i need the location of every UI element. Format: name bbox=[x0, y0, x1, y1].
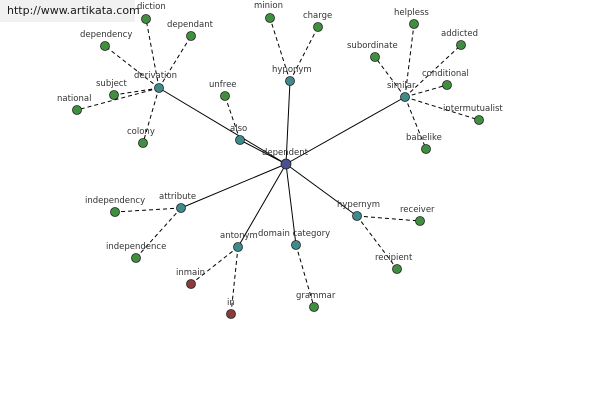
edge-subordinate bbox=[374, 56, 406, 98]
edge-conditional bbox=[404, 84, 448, 98]
edge-grammar bbox=[295, 244, 315, 308]
node-colony[interactable] bbox=[138, 138, 148, 148]
node-derivation[interactable] bbox=[154, 83, 164, 93]
label-in[interactable]: in bbox=[227, 298, 235, 308]
node-diction[interactable] bbox=[141, 14, 151, 24]
node-receiver[interactable] bbox=[415, 216, 425, 226]
graph-labels: diction dependency dependant subject nationa… bbox=[57, 1, 503, 308]
label-hyponym[interactable]: hyponym bbox=[272, 65, 312, 75]
edge-in bbox=[230, 246, 239, 315]
edge-intermutualist bbox=[404, 96, 480, 121]
node-in[interactable] bbox=[226, 309, 236, 319]
label-charge[interactable]: charge bbox=[303, 11, 332, 21]
edge-colony bbox=[142, 87, 160, 144]
label-attribute[interactable]: attribute bbox=[159, 192, 196, 202]
node-unfree[interactable] bbox=[220, 91, 230, 101]
edge-inmain bbox=[190, 246, 239, 285]
node-antonym[interactable] bbox=[233, 242, 243, 252]
label-dependency[interactable]: dependency bbox=[80, 30, 132, 40]
node-domain[interactable] bbox=[291, 240, 301, 250]
edge-derivation bbox=[158, 87, 287, 165]
label-also[interactable]: also bbox=[230, 124, 247, 134]
label-independency[interactable]: independency bbox=[85, 196, 145, 206]
graph-nodes bbox=[72, 13, 484, 319]
label-receiver[interactable]: receiver bbox=[400, 205, 435, 215]
label-antonym[interactable]: antonym bbox=[220, 231, 258, 241]
label-similar[interactable]: similar bbox=[387, 81, 416, 91]
edge-dependant bbox=[158, 35, 192, 89]
edge-helpless bbox=[404, 23, 415, 98]
node-helpless[interactable] bbox=[409, 19, 419, 29]
label-babelike[interactable]: babelike bbox=[406, 133, 442, 143]
node-similar[interactable] bbox=[400, 92, 410, 102]
label-diction[interactable]: diction bbox=[137, 2, 166, 12]
node-dependant[interactable] bbox=[186, 31, 196, 41]
edge-attribute bbox=[180, 163, 287, 209]
label-recipient[interactable]: recipient bbox=[375, 253, 413, 263]
node-grammar[interactable] bbox=[309, 302, 319, 312]
node-addicted[interactable] bbox=[456, 40, 466, 50]
edge-unfree bbox=[224, 95, 241, 141]
node-intermutualist[interactable] bbox=[474, 115, 484, 125]
node-independency[interactable] bbox=[110, 207, 120, 217]
node-inmain[interactable] bbox=[186, 279, 196, 289]
label-domain[interactable]: domain category bbox=[258, 229, 330, 239]
label-hypernym[interactable]: hypernym bbox=[337, 200, 380, 210]
node-dependent[interactable] bbox=[280, 158, 292, 170]
node-also[interactable] bbox=[235, 135, 245, 145]
label-helpless[interactable]: helpless bbox=[394, 8, 429, 18]
edge-charge bbox=[289, 26, 319, 82]
edge-receiver bbox=[356, 215, 421, 222]
label-addicted[interactable]: addicted bbox=[441, 29, 478, 39]
label-grammar[interactable]: grammar bbox=[296, 291, 336, 301]
edge-hypernym bbox=[285, 163, 358, 217]
node-hyponym[interactable] bbox=[285, 76, 295, 86]
node-hypernym[interactable] bbox=[352, 211, 362, 221]
edge-domain bbox=[285, 163, 297, 246]
edge-independence bbox=[135, 207, 182, 259]
label-intermutualist[interactable]: intermutualist bbox=[443, 104, 503, 114]
label-subject[interactable]: subject bbox=[96, 79, 127, 89]
label-unfree[interactable]: unfree bbox=[209, 80, 237, 90]
edge-similar bbox=[285, 96, 406, 165]
node-babelike[interactable] bbox=[421, 144, 431, 154]
edge-independency bbox=[114, 207, 182, 213]
label-dependant[interactable]: dependant bbox=[167, 20, 214, 30]
edge-hyponym bbox=[285, 80, 291, 165]
node-dependency[interactable] bbox=[100, 41, 110, 51]
node-charge[interactable] bbox=[313, 22, 323, 32]
edge-also bbox=[239, 139, 287, 165]
node-recipient[interactable] bbox=[392, 264, 402, 274]
site-watermark[interactable]: http://www.artikata.com bbox=[0, 0, 140, 22]
node-subordinate[interactable] bbox=[370, 52, 380, 62]
node-attribute[interactable] bbox=[176, 203, 186, 213]
edge-diction bbox=[145, 18, 160, 89]
edge-national bbox=[76, 87, 160, 111]
node-subject[interactable] bbox=[109, 90, 119, 100]
edge-antonym bbox=[237, 163, 287, 248]
edge-babelike bbox=[404, 96, 427, 150]
node-conditional[interactable] bbox=[442, 80, 452, 90]
label-dependent[interactable]: dependent bbox=[262, 148, 309, 158]
label-national[interactable]: national bbox=[57, 94, 91, 104]
node-national[interactable] bbox=[72, 105, 82, 115]
edge-dependency bbox=[104, 45, 160, 89]
label-colony[interactable]: colony bbox=[127, 127, 155, 137]
label-conditional[interactable]: conditional bbox=[422, 69, 469, 79]
node-independence[interactable] bbox=[131, 253, 141, 263]
label-subordinate[interactable]: subordinate bbox=[347, 41, 398, 51]
edge-addicted bbox=[404, 44, 462, 98]
label-inmain[interactable]: inmain bbox=[176, 268, 205, 278]
node-minion[interactable] bbox=[265, 13, 275, 23]
edge-subject bbox=[113, 87, 160, 96]
label-independence[interactable]: independence bbox=[106, 242, 166, 252]
graph-edges bbox=[76, 17, 480, 315]
label-minion[interactable]: minion bbox=[254, 1, 283, 11]
label-derivation[interactable]: derivation bbox=[134, 71, 177, 81]
